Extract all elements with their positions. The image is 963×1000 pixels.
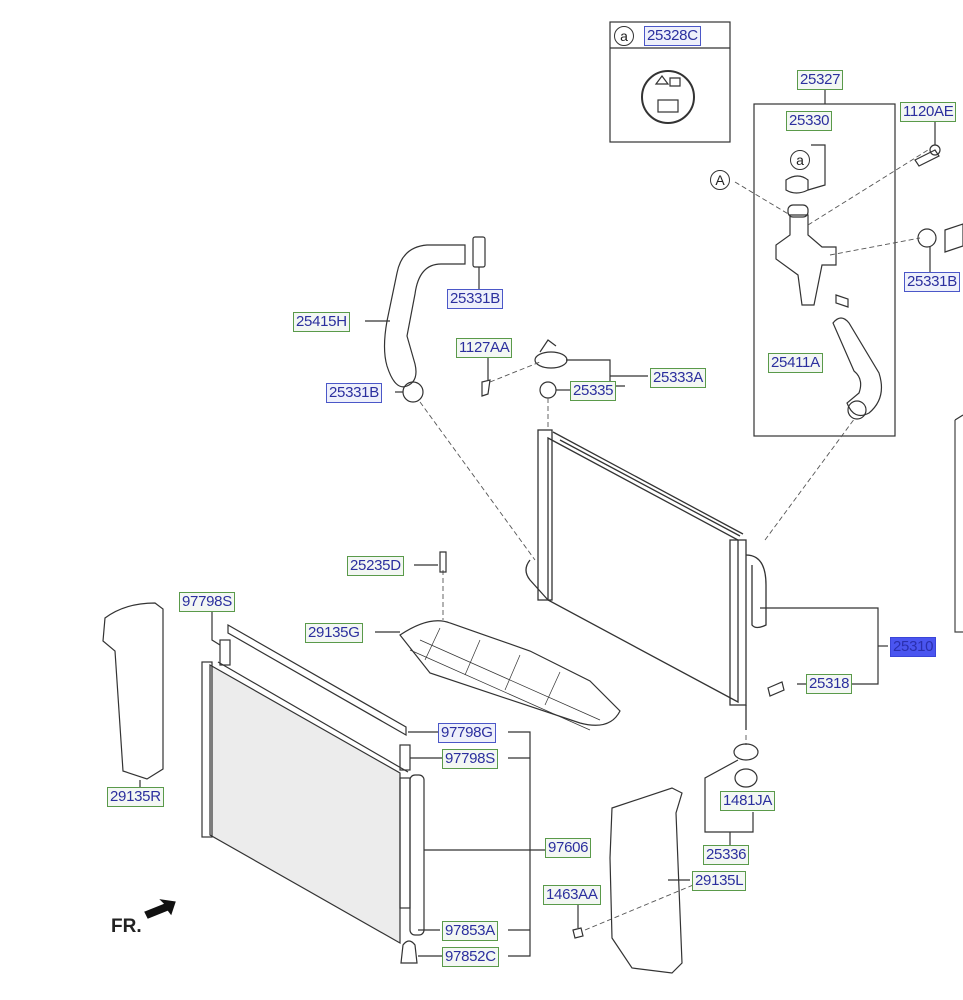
part-label-25318[interactable]: 25318 — [806, 674, 853, 694]
condenser — [201, 623, 425, 964]
air-guard-29135R — [102, 602, 164, 780]
part-label-25330[interactable]: 25330 — [786, 111, 833, 131]
callout-a-inset: a — [614, 26, 634, 46]
front-direction-label: FR. — [111, 916, 142, 937]
part-label-25331B-left[interactable]: 25331B — [326, 383, 382, 403]
callout-A: A — [710, 170, 730, 190]
part-label-1120AE[interactable]: 1120AE — [900, 102, 957, 122]
inset-box — [609, 21, 731, 143]
air-guard-29135G — [399, 620, 621, 726]
part-label-25235D[interactable]: 25235D — [347, 556, 404, 576]
part-label-29135G[interactable]: 29135G — [305, 623, 363, 643]
part-label-97798S-top[interactable]: 97798S — [179, 592, 235, 612]
part-label-25335[interactable]: 25335 — [570, 381, 617, 401]
part-label-25328C[interactable]: 25328C — [644, 26, 701, 46]
part-label-97798G[interactable]: 97798G — [438, 723, 496, 743]
air-guard-29135L — [609, 787, 683, 974]
part-label-25336[interactable]: 25336 — [703, 845, 750, 865]
part-label-25331B-right[interactable]: 25331B — [904, 272, 960, 292]
callout-a-thermostat: a — [790, 150, 810, 170]
part-label-97606[interactable]: 97606 — [545, 838, 592, 858]
part-label-25415H[interactable]: 25415H — [293, 312, 350, 332]
thermostat-housing — [775, 214, 837, 306]
part-label-97852C[interactable]: 97852C — [442, 947, 499, 967]
part-label-25310[interactable]: 25310 — [890, 637, 937, 657]
part-label-29135L[interactable]: 29135L — [692, 871, 747, 891]
part-label-25411A[interactable]: 25411A — [768, 353, 823, 373]
part-label-25333A[interactable]: 25333A — [650, 368, 706, 388]
hose-25415H — [383, 244, 466, 388]
caution-label-icon — [641, 70, 695, 124]
part-label-97798S-bottom[interactable]: 97798S — [442, 749, 498, 769]
radiator — [525, 429, 767, 730]
part-label-25331B-top[interactable]: 25331B — [447, 289, 503, 309]
part-label-97853A[interactable]: 97853A — [442, 921, 498, 941]
part-label-1463AA[interactable]: 1463AA — [543, 885, 601, 905]
part-label-1127AA[interactable]: 1127AA — [456, 338, 513, 358]
part-label-1481JA[interactable]: 1481JA — [720, 791, 776, 811]
part-label-29135R[interactable]: 29135R — [107, 787, 164, 807]
part-label-25327[interactable]: 25327 — [797, 70, 844, 90]
hose-25411A — [832, 317, 882, 416]
front-direction-arrow — [144, 899, 176, 919]
